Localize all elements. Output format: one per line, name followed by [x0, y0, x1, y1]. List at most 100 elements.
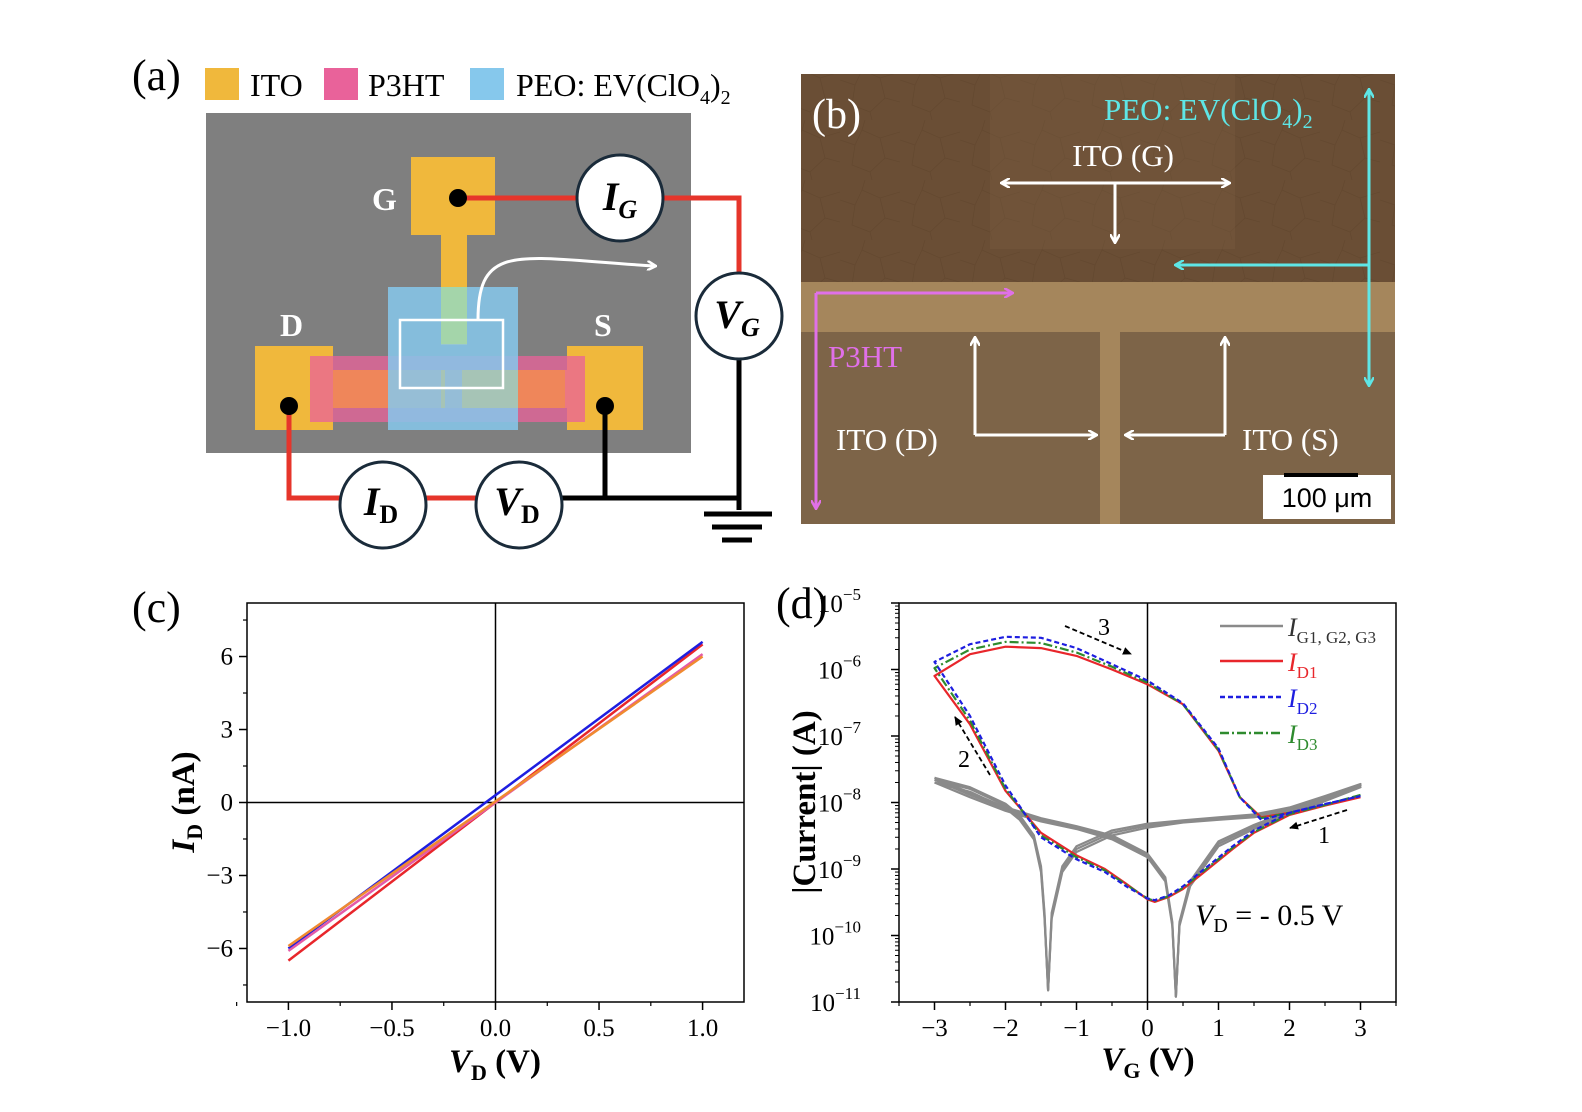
plot-d-ytick-label: 10−9 — [818, 851, 861, 884]
ito-g-label: ITO (G) — [1072, 138, 1174, 173]
legend-id2-label: ID2 — [1287, 684, 1317, 718]
meter-vg-label: VG — [714, 292, 760, 342]
meter-id-circle — [338, 460, 428, 550]
plot-d-xtick-label: 3 — [1354, 1015, 1367, 1042]
legend-ito-swatch — [205, 68, 239, 100]
panel-b: (b) PEO: EV(ClO4)2 ITO (G) P3HT ITO (D) … — [801, 74, 1395, 524]
plot-d-ytick-label: 10−11 — [810, 984, 861, 1017]
plot-c-ytick-label: −6 — [206, 935, 233, 962]
micrograph-texture — [801, 74, 1395, 282]
meter-vd: VD — [474, 460, 564, 550]
plot-d-ylabel: |Current| (A) — [787, 710, 823, 893]
meter-ig-circle — [575, 153, 665, 243]
scalebar-box — [1263, 475, 1391, 519]
sweep-1-label: 1 — [1318, 823, 1330, 849]
plot-d-series-ig3 — [934, 776, 1362, 998]
panel-a: (a) ITO P3HT PEO: EV(ClO4)2 — [132, 51, 784, 550]
ito-d-label: ITO (D) — [836, 422, 938, 457]
plot-d-xlabel: VG (V) — [1101, 1042, 1194, 1083]
drain-contact-dot — [280, 397, 298, 415]
plot-c-axes: −1.0 −0.5 0.0 0.5 1.0 −6 −3 0 3 6 — [206, 603, 744, 1042]
panel-c: (c) −1.0 −0.5 0.0 0.5 1.0 −6 −3 0 3 6 VD (V) ID (… — [132, 583, 745, 1085]
panel-b-label: (b) — [812, 92, 861, 138]
plot-d-ytick-label: 10−10 — [809, 918, 861, 951]
plot-d-xtick-label: −2 — [992, 1015, 1019, 1042]
sweep-2-label: 2 — [958, 747, 970, 773]
vd-annotation: VD = - 0.5 V — [1195, 899, 1344, 937]
scalebar-label: 100 μm — [1282, 483, 1373, 513]
ito-gate-region — [990, 74, 1235, 249]
meter-vg: VG — [694, 271, 784, 361]
plot-d-ytick-label: 10−7 — [818, 718, 862, 751]
legend-peo-label: PEO: EV(ClO4)2 — [516, 67, 731, 109]
zoom-box — [398, 318, 505, 390]
sweep-3-arrow — [1064, 625, 1132, 655]
sweep-2-arrow — [954, 716, 991, 776]
plot-c-xtick-label: 0.0 — [480, 1015, 511, 1042]
plot-d-xtick-label: 2 — [1283, 1015, 1296, 1042]
panel-d-label: (d) — [776, 579, 827, 628]
p3ht-stripe — [801, 282, 1395, 332]
plot-d-axes: −3 −2 −1 0 1 2 3 10−11 10−10 10−9 10−8 10−7 10−6 10−5 — [809, 585, 1397, 1042]
plot-c-ylabel: ID (nA) — [166, 751, 207, 853]
meter-vg-circle — [694, 271, 784, 361]
panel-c-label: (c) — [132, 583, 181, 632]
meter-vd-label: VD — [494, 479, 539, 529]
plot-d-series-id3 — [933, 640, 1361, 903]
plot-d-legend: IG1, G2, G3 ID1 ID2 ID3 — [1220, 613, 1376, 754]
legend-id1-label: ID1 — [1287, 648, 1317, 682]
plot-c-xtick-label: −1.0 — [266, 1015, 311, 1042]
plot-d-xtick-label: 0 — [1141, 1015, 1154, 1042]
drain-wire-a — [286, 406, 340, 501]
legend-ito-label: ITO — [250, 67, 303, 103]
meter-vd-circle — [474, 460, 564, 550]
gate-contact-dot — [449, 189, 467, 207]
electrode-d-label: D — [280, 307, 303, 343]
plot-c-ytick-label: −3 — [206, 862, 233, 889]
plot-c-xtick-label: 1.0 — [687, 1015, 718, 1042]
legend-ig-label: IG1, G2, G3 — [1287, 613, 1376, 647]
plot-c-series — [287, 640, 704, 962]
p3ht-label: P3HT — [828, 339, 902, 374]
plot-d-ytick-label: 10−6 — [818, 652, 861, 685]
legend-p3ht-label: P3HT — [368, 67, 445, 103]
plot-d-xtick-label: −1 — [1063, 1015, 1090, 1042]
legend-peo-swatch — [470, 68, 504, 100]
source-contact-dot — [596, 397, 614, 415]
plot-d-series — [933, 635, 1362, 998]
plot-c-xlabel: VD (V) — [449, 1044, 541, 1085]
plot-d-xtick-label: 1 — [1212, 1015, 1225, 1042]
sweep-3-label: 3 — [1098, 615, 1110, 641]
plot-c-ytick-label: 3 — [221, 717, 234, 744]
peo-label: PEO: EV(ClO4)2 — [1104, 92, 1313, 133]
panel-a-label: (a) — [132, 51, 181, 100]
ito-s-label: ITO (S) — [1242, 422, 1339, 457]
plot-d-series-id2 — [933, 635, 1361, 902]
circuit-wires — [286, 195, 772, 543]
electrode-s-label: S — [594, 307, 612, 343]
meter-ig: IG — [575, 153, 665, 243]
meter-id-label: ID — [363, 479, 398, 529]
electrode-g-label: G — [372, 181, 397, 217]
meter-id: ID — [338, 460, 428, 550]
plot-d-xtick-label: −3 — [921, 1015, 948, 1042]
meter-ig-label: IG — [602, 174, 638, 224]
panel-d: (d) −3 −2 −1 0 1 2 3 10−11 10−10 10−9 10−8 10−7 10−6… — [776, 579, 1397, 1083]
zoom-arrow — [476, 257, 655, 321]
plot-c-xtick-label: −0.5 — [369, 1015, 414, 1042]
plot-d-ytick-label: 10−5 — [818, 585, 861, 618]
plot-c-xtick-label: 0.5 — [583, 1015, 614, 1042]
plot-c-series-line-4 — [287, 655, 704, 948]
gate-wire-b — [663, 195, 742, 272]
sweep-annotations: 1 2 3 — [954, 615, 1348, 849]
sweep-1-arrow — [1289, 809, 1348, 830]
gate-under-peo — [441, 287, 467, 344]
legend-p3ht-swatch — [324, 68, 358, 100]
legend-id3-label: ID3 — [1287, 720, 1317, 754]
channel-gap — [1100, 332, 1120, 524]
plot-c-ytick-label: 0 — [221, 790, 234, 817]
plot-d-ytick-label: 10−8 — [818, 785, 861, 818]
plot-c-ytick-label: 6 — [221, 644, 234, 671]
panel-a-legend: ITO P3HT PEO: EV(ClO4)2 — [205, 67, 731, 109]
